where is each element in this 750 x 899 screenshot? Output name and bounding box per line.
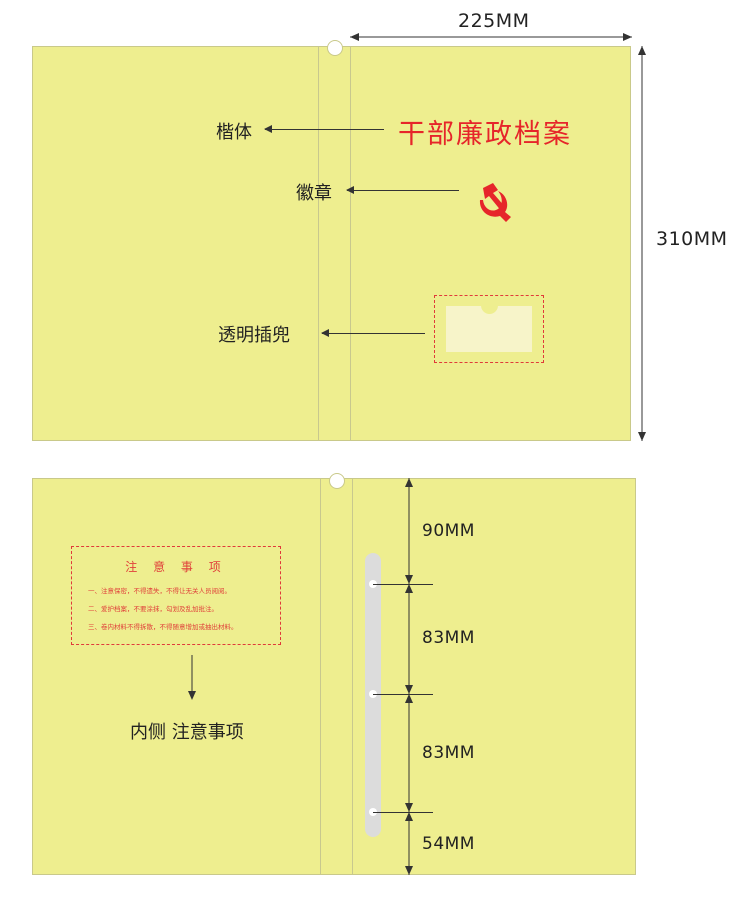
front-spine-line-left (318, 46, 319, 441)
notice-line-1: 一、注意保密，不得遗失，不得让无关人员阅阅。 (88, 587, 231, 595)
notice-line-3: 三、卷内材料不得拆散，不得随意增加或抽出材料。 (88, 623, 238, 631)
cover-title: 干部廉政档案 (398, 119, 572, 150)
notice-annotation-arrow (188, 655, 196, 700)
spacing-guide-2 (373, 694, 433, 695)
front-cover-panel (32, 46, 631, 441)
front-height-dimension: 310MM (656, 228, 728, 250)
front-width-dimension-arrow (350, 33, 632, 41)
front-hang-hole (327, 40, 343, 56)
spacing-guide-1 (373, 584, 433, 585)
inside-hang-hole (329, 473, 345, 489)
title-annotation-arrow (264, 125, 384, 133)
title-font-annotation: 楷体 (216, 122, 252, 143)
pocket-notch (481, 297, 498, 314)
notice-line-2: 二、爱护档案，不要涂抹，勾划及乱加批注。 (88, 605, 218, 613)
inside-spine-line-left (320, 478, 321, 875)
pocket-annotation-arrow (321, 329, 425, 337)
front-spine-line-right (350, 46, 351, 441)
transparent-pocket-outline (434, 295, 544, 363)
spacing-label-upper-middle: 83MM (422, 628, 475, 648)
spacing-label-top: 90MM (422, 521, 475, 541)
notice-title: 注 意 事 项 (125, 560, 227, 574)
spacing-dimension-arrows (405, 478, 413, 875)
emblem-annotation-arrow (346, 186, 459, 194)
notice-box: 注 意 事 项 一、注意保密，不得遗失，不得让无关人员阅阅。 二、爱护档案，不要… (71, 546, 281, 645)
notice-annotation: 内侧 注意事项 (130, 722, 244, 743)
front-height-dimension-arrow (638, 46, 646, 441)
spacing-label-lower-middle: 83MM (422, 743, 475, 763)
party-emblem-icon (479, 183, 511, 222)
spacing-label-bottom: 54MM (422, 834, 475, 854)
inside-spine-line-right (352, 478, 353, 875)
emblem-annotation: 徽章 (296, 183, 332, 204)
inside-cover-panel (32, 478, 636, 875)
front-width-dimension: 225MM (458, 10, 530, 32)
pocket-annotation: 透明插兜 (218, 325, 290, 346)
spacing-guide-3 (373, 812, 433, 813)
